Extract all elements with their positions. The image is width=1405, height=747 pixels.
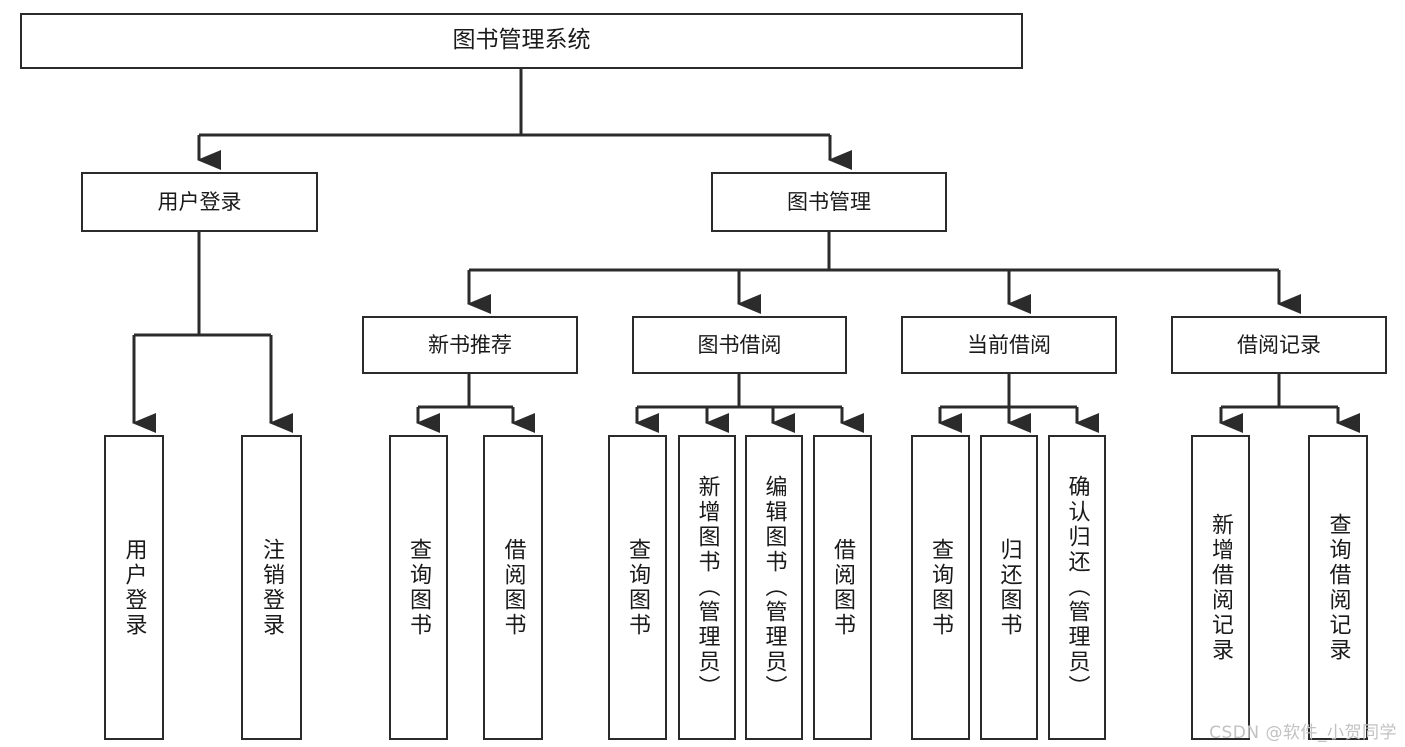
node-label: 借阅记录 (1237, 332, 1321, 357)
node-label: 归还图书 (996, 537, 1022, 638)
node-label: 查询借阅记录 (1325, 512, 1351, 663)
node-label: 新书推荐 (428, 332, 512, 357)
leaf-query-book-recommend[interactable]: 查询图书 (389, 435, 448, 740)
node-current-borrow[interactable]: 当前借阅 (901, 316, 1117, 374)
node-label: 查询图书 (625, 537, 651, 638)
node-label: 确认归还（管理员） (1064, 475, 1090, 700)
node-book-management[interactable]: 图书管理 (711, 172, 947, 232)
node-label: 新增借阅记录 (1208, 512, 1234, 663)
leaf-query-book[interactable]: 查询图书 (608, 435, 667, 740)
leaf-logout[interactable]: 注销登录 (241, 435, 302, 740)
node-root-system[interactable]: 图书管理系统 (20, 13, 1023, 69)
leaf-add-book-admin[interactable]: 新增图书（管理员） (678, 435, 736, 740)
node-label: 用户登录 (157, 189, 242, 214)
node-label: 图书管理系统 (452, 27, 591, 54)
leaf-borrow-book[interactable]: 借阅图书 (813, 435, 872, 740)
node-label: 用户登录 (121, 537, 147, 638)
node-label: 新增图书（管理员） (694, 475, 720, 700)
node-label: 查询图书 (406, 537, 432, 638)
leaf-add-borrow-record[interactable]: 新增借阅记录 (1191, 435, 1250, 740)
leaf-confirm-return-admin[interactable]: 确认归还（管理员） (1048, 435, 1106, 740)
node-label: 查询图书 (928, 537, 954, 638)
node-label: 注销登录 (259, 537, 285, 638)
node-new-book-recommend[interactable]: 新书推荐 (362, 316, 578, 374)
leaf-query-borrow-record[interactable]: 查询借阅记录 (1308, 435, 1368, 740)
node-book-borrow[interactable]: 图书借阅 (632, 316, 847, 374)
node-label: 图书管理 (787, 189, 871, 214)
watermark: CSDN @软件_小贺同学 (1209, 723, 1397, 743)
node-label: 借阅图书 (500, 537, 526, 638)
leaf-query-book-current[interactable]: 查询图书 (911, 435, 970, 740)
leaf-return-book[interactable]: 归还图书 (980, 435, 1038, 740)
node-borrow-record[interactable]: 借阅记录 (1171, 316, 1387, 374)
leaf-edit-book-admin[interactable]: 编辑图书（管理员） (745, 435, 803, 740)
leaf-user-login[interactable]: 用户登录 (104, 435, 164, 740)
node-label: 图书借阅 (697, 332, 782, 357)
node-user-login[interactable]: 用户登录 (81, 172, 318, 232)
node-label: 编辑图书（管理员） (761, 475, 787, 700)
node-label: 当前借阅 (967, 332, 1051, 357)
node-label: 借阅图书 (830, 537, 856, 638)
leaf-borrow-book-recommend[interactable]: 借阅图书 (483, 435, 543, 740)
